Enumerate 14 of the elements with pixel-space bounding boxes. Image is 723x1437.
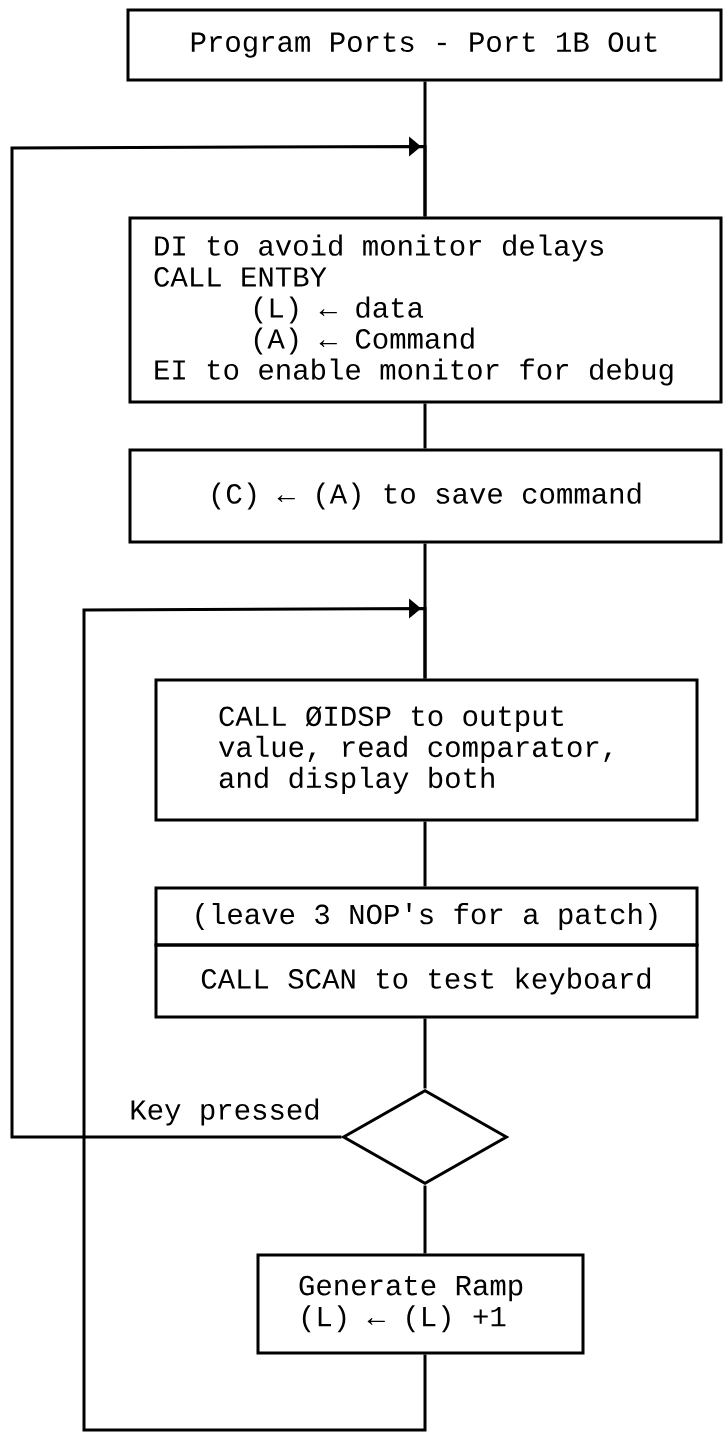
connector-line — [423, 821, 427, 887]
connector-line — [423, 1185, 427, 1254]
connector-line — [10, 136, 427, 1139]
connector-line — [423, 403, 427, 449]
process-box: (leave 3 NOP's for a patch) — [154, 886, 699, 947]
connector-line — [82, 598, 427, 1432]
connector-line — [423, 1018, 427, 1089]
process-box: Program Ports - Port 1B Out — [126, 8, 723, 82]
process-box: DI to avoid monitor delays CALL ENTBY (L) ← data (A) ← Command EI to enable monitor for debug — [128, 216, 723, 404]
process-box: Generate Ramp (L) ← (L) +1 — [256, 1253, 585, 1355]
edge-label: Key pressed — [128, 1097, 322, 1127]
process-box: (C) ← (A) to save command — [128, 448, 723, 544]
process-box: CALL ØIDSP to output value, read comparator, and display both — [154, 678, 699, 822]
process-box: CALL SCAN to test keyboard — [154, 943, 699, 1019]
